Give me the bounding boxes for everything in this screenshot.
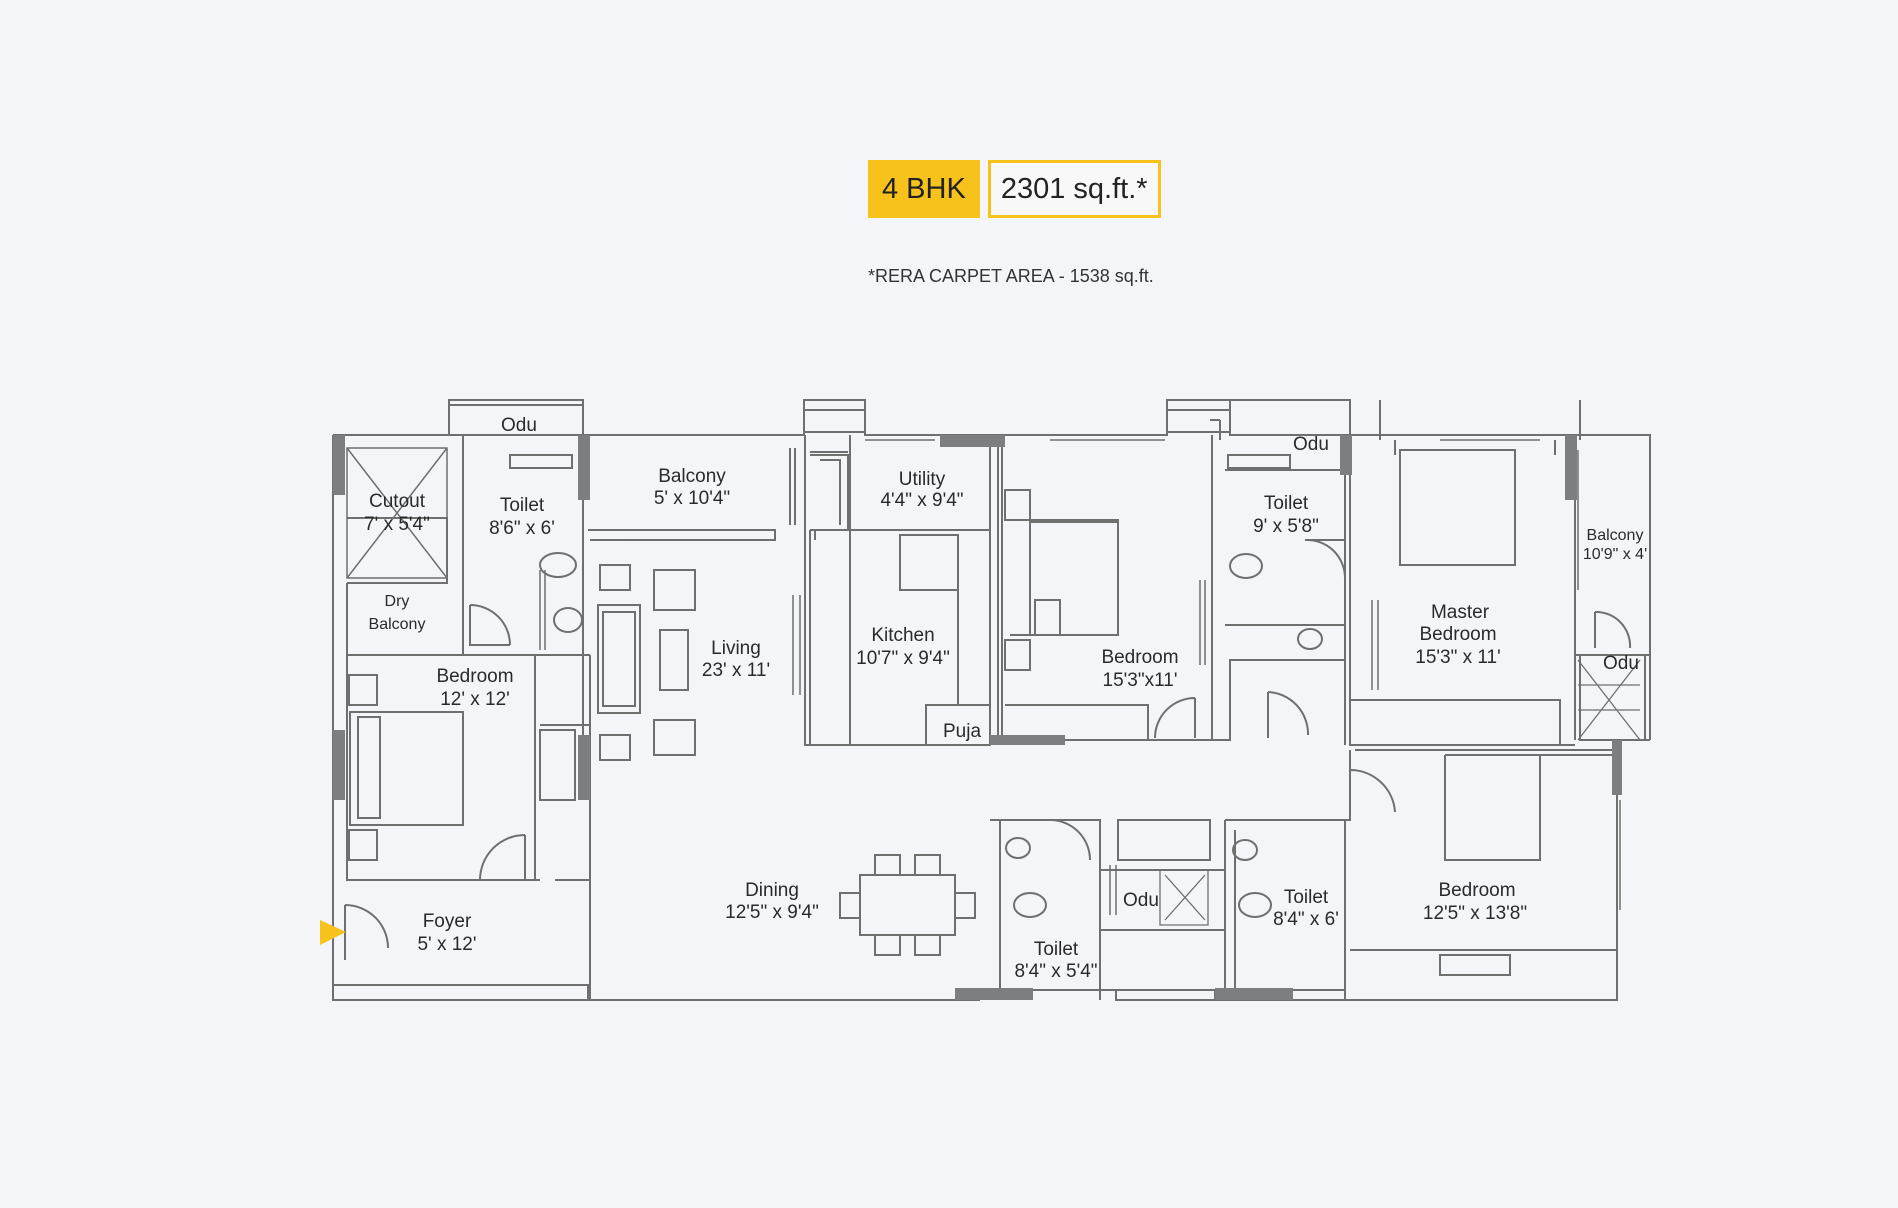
bedroom-2-size: 15'3"x11' [1103, 670, 1178, 691]
odu-label-1: Odu [501, 415, 537, 436]
balcony-1-label: Balcony [658, 466, 726, 487]
odu-label-4: Odu [1123, 890, 1159, 911]
toilet-2-size: 9' x 5'8" [1253, 516, 1319, 537]
cutout-size: 7' x 5'4" [364, 514, 430, 535]
plan-header: 4 BHK 2301 sq.ft.* [868, 160, 1161, 218]
odu-label-2: Odu [1293, 434, 1329, 455]
dining-label: Dining [745, 880, 799, 901]
foyer-label: Foyer [423, 911, 472, 932]
balcony-2-size: 10'9" x 4' [1583, 546, 1647, 563]
toilet-1-label: Toilet [500, 495, 545, 516]
odu-label-3: Odu [1603, 653, 1639, 674]
master-bedroom-size: 15'3" x 11' [1415, 647, 1500, 668]
room-labels: Cutout 7' x 5'4" Odu Toilet 8'6" x 6' Dr… [364, 415, 1647, 982]
dry-balcony-label-2: Balcony [369, 616, 426, 633]
bedroom-3-size: 12'5" x 13'8" [1423, 903, 1527, 924]
kitchen-label: Kitchen [871, 625, 934, 646]
dining-size: 12'5" x 9'4" [725, 902, 819, 923]
bhk-badge: 4 BHK [868, 160, 980, 218]
toilet-4-label: Toilet [1284, 887, 1329, 908]
toilet-3-size: 8'4" x 5'4" [1014, 961, 1097, 982]
kitchen-size: 10'7" x 9'4" [856, 648, 950, 669]
balcony-2-label: Balcony [1587, 527, 1644, 544]
area-badge: 2301 sq.ft.* [987, 160, 1161, 218]
bedroom-1-size: 12' x 12' [440, 689, 510, 710]
cutout-label: Cutout [369, 491, 426, 512]
carpet-area-note: *RERA CARPET AREA - 1538 sq.ft. [868, 266, 1154, 286]
master-bedroom-label: Master [1431, 602, 1490, 623]
thick-wall-segments [333, 435, 1622, 1000]
toilet-1-size: 8'6" x 6' [489, 518, 555, 539]
bedroom-2-label: Bedroom [1101, 647, 1178, 668]
bedroom-3-label: Bedroom [1438, 880, 1515, 901]
foyer-size: 5' x 12' [417, 934, 476, 955]
windows [539, 400, 1621, 915]
puja-label: Puja [943, 721, 981, 742]
entrance-arrow-icon [320, 920, 346, 945]
dry-balcony-label: Dry [385, 593, 410, 610]
master-bedroom-label-2: Bedroom [1419, 624, 1496, 645]
toilet-4-size: 8'4" x 6' [1273, 909, 1339, 930]
living-size: 23' x 11' [702, 660, 770, 681]
toilet-2-label: Toilet [1264, 493, 1309, 514]
balcony-1-size: 5' x 10'4" [654, 488, 730, 509]
toilet-3-label: Toilet [1034, 939, 1079, 960]
living-label: Living [711, 638, 761, 659]
utility-size: 4'4" x 9'4" [880, 490, 963, 511]
bedroom-1-label: Bedroom [436, 666, 513, 687]
utility-label: Utility [899, 469, 946, 490]
